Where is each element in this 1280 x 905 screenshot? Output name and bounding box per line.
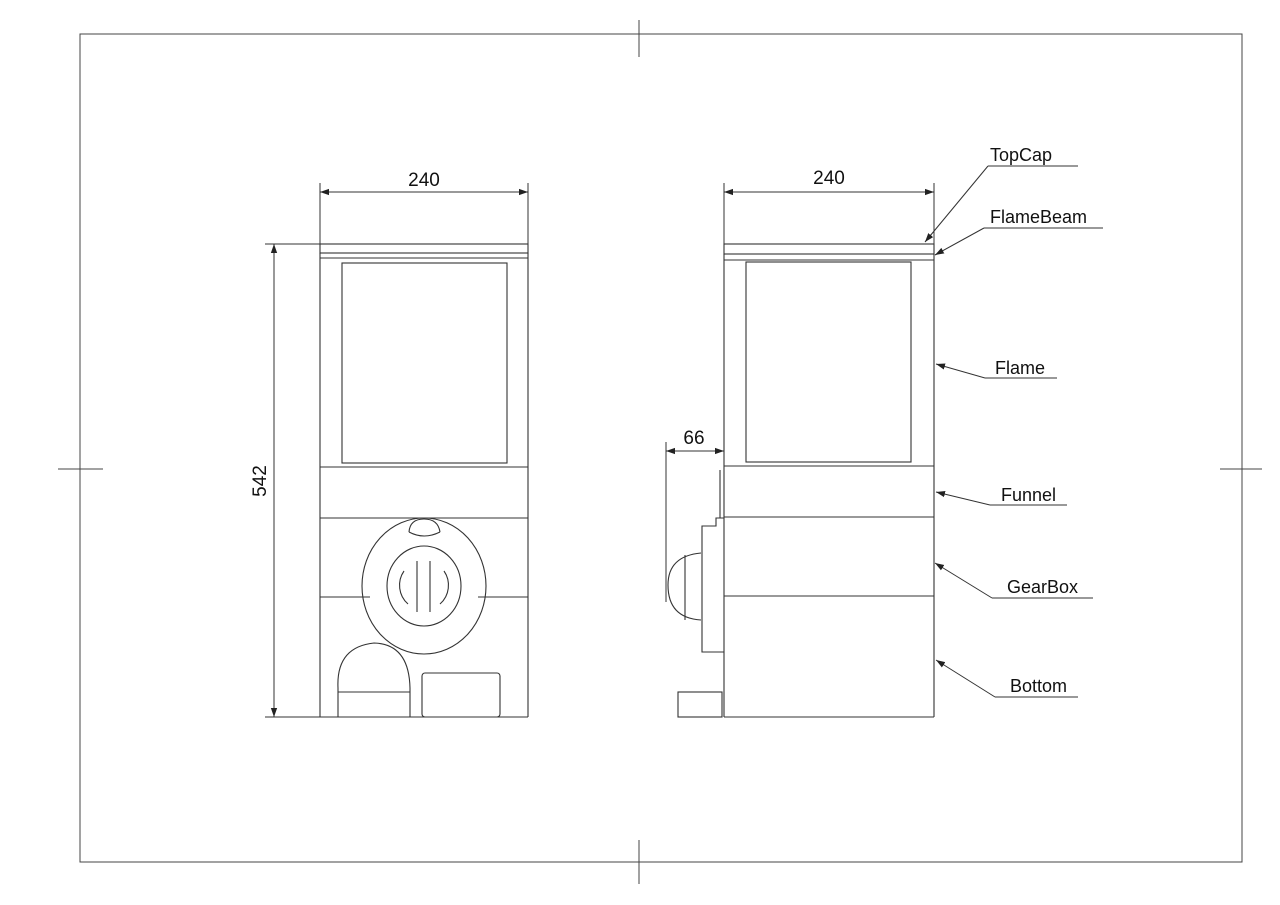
dim-side-width: 240: [813, 168, 845, 189]
label-flame: Flame: [935, 358, 1057, 379]
label-flamebeam: FlameBeam: [934, 207, 1103, 256]
front-gearbox-dial: [361, 517, 487, 655]
dimensions: 240 240 542 66: [250, 168, 935, 718]
front-topcap: [319, 243, 529, 254]
side-flame-window: [745, 261, 912, 463]
side-topcap: [723, 243, 935, 255]
part-labels: TopCap FlameBeam Flame Funnel GearBox Bo…: [924, 145, 1103, 698]
dim-front-width: 240: [408, 170, 440, 191]
label-funnel: Funnel: [935, 485, 1067, 506]
side-bottom-foot: [677, 691, 723, 718]
dim-offset: 66: [683, 428, 704, 449]
side-gearbox-knob: [701, 517, 724, 653]
label-topcap-text: TopCap: [990, 145, 1052, 165]
sheet-frame: [58, 20, 1262, 884]
label-gearbox-text: GearBox: [1007, 577, 1078, 597]
label-bottom: Bottom: [935, 659, 1078, 698]
front-view: [319, 243, 529, 718]
front-flame-window: [341, 262, 508, 464]
dim-height: 542: [250, 465, 271, 497]
front-bottom-box: [421, 672, 501, 718]
label-flamebeam-text: FlameBeam: [990, 207, 1087, 227]
label-gearbox: GearBox: [934, 562, 1093, 599]
front-bottom-dome: [337, 642, 411, 717]
label-funnel-text: Funnel: [1001, 485, 1056, 505]
label-topcap: TopCap: [924, 145, 1078, 243]
label-bottom-text: Bottom: [1010, 676, 1067, 696]
label-flame-text: Flame: [995, 358, 1045, 378]
side-view: [667, 243, 935, 718]
